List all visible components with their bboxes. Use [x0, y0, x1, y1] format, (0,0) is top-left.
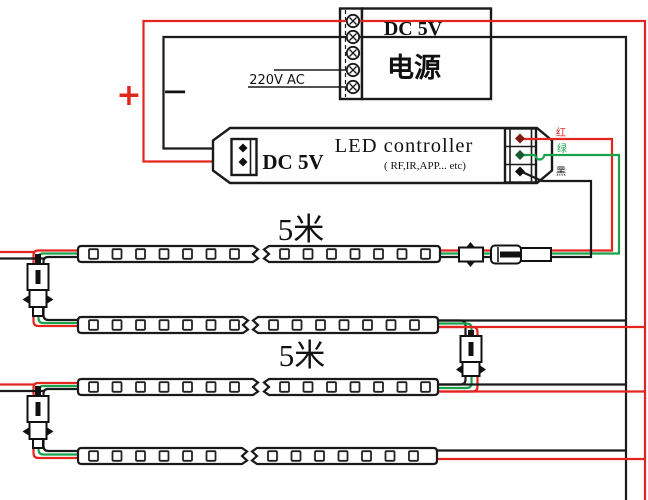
led-chip	[111, 450, 123, 462]
led-chip	[409, 319, 420, 331]
led-chip	[337, 450, 349, 462]
led-chip	[205, 248, 217, 260]
ac-input-label: 220V AC	[249, 73, 305, 88]
led-chip	[229, 319, 240, 331]
led-chip	[291, 319, 303, 331]
led-chip	[267, 450, 278, 462]
led-chip	[88, 319, 99, 331]
led-chip	[229, 248, 240, 260]
right-power-injection	[437, 319, 645, 461]
controller-dc-label: DC 5V	[262, 150, 323, 174]
controller-subtitle: ( RF,IR,APP... etc)	[384, 160, 466, 172]
led-chip	[182, 248, 193, 260]
minus-label: −	[162, 72, 189, 110]
controller-title: LED controller	[335, 135, 474, 157]
led-chip	[361, 450, 372, 462]
output-label-red: 红	[556, 126, 566, 139]
led-chip	[384, 450, 396, 462]
labels: DC 5V 电源 220V AC + − DC 5V LED controlle…	[116, 18, 567, 373]
led-chip	[326, 381, 337, 393]
plus-wire	[142, 19, 647, 500]
output-pin-red	[515, 133, 525, 144]
plus-label: +	[116, 78, 141, 113]
led-chip	[158, 319, 170, 331]
led-chip	[349, 248, 361, 260]
led-chip	[396, 248, 408, 260]
terminal-pins	[238, 133, 525, 177]
led-chip	[205, 450, 217, 462]
led-chip	[373, 248, 384, 260]
dc-bus-wires	[142, 19, 647, 500]
output-label-black: 黑	[556, 166, 566, 178]
strip1-right-connector	[458, 242, 552, 267]
screw-terminal	[345, 62, 361, 78]
output-pin-black	[515, 166, 525, 177]
led-chip	[158, 248, 170, 260]
led-chip	[135, 319, 146, 331]
led-chip	[314, 450, 325, 462]
led-chip	[349, 381, 361, 393]
input-pin-minus	[238, 143, 248, 153]
screw-terminal	[345, 79, 361, 95]
led-chip	[111, 319, 123, 331]
led-strip-row-3	[76, 377, 440, 397]
led-chip	[315, 319, 326, 331]
led-chip	[385, 319, 397, 331]
led-chip	[111, 381, 123, 393]
led-chip	[111, 248, 123, 260]
led-chip	[205, 319, 217, 331]
power-supply	[338, 7, 493, 101]
led-chip	[158, 450, 170, 462]
led-chip	[88, 248, 99, 260]
led-strip-row-4	[76, 446, 439, 466]
output-wire-green	[440, 153, 621, 255]
strip-length-label-2: 5米	[279, 338, 326, 373]
led-chip	[182, 319, 193, 331]
controller-input-terminals	[230, 137, 258, 177]
led-chip	[362, 319, 373, 331]
led-chip	[326, 248, 337, 260]
led-chip	[88, 381, 99, 393]
power-supply-screws	[345, 13, 361, 95]
led-chip	[420, 248, 431, 260]
right-connector	[456, 330, 486, 377]
led-strip-row-1	[76, 244, 442, 264]
left-connector-2	[22, 386, 54, 449]
led-strip-row-2	[76, 315, 440, 335]
led-chip	[396, 381, 408, 393]
led-chip	[268, 319, 279, 331]
led-chip	[182, 450, 193, 462]
screw-terminal	[345, 29, 361, 45]
power-supply-dc-label: DC 5V	[384, 18, 443, 40]
led-chip	[182, 381, 193, 393]
power-supply-body	[360, 7, 493, 101]
led-chip	[158, 381, 170, 393]
output-pin-green	[515, 150, 525, 160]
led-chip	[290, 450, 302, 462]
led-chip	[229, 381, 240, 393]
led-chip	[135, 381, 146, 393]
minus-wire	[162, 35, 628, 500]
led-chip	[279, 248, 290, 260]
led-chip	[420, 381, 431, 393]
led-chip	[373, 381, 384, 393]
screw-terminal	[345, 45, 361, 61]
strip-length-label-1: 5米	[278, 212, 325, 247]
led-chip	[135, 248, 146, 260]
led-strips	[76, 244, 442, 466]
output-label-green: 绿	[557, 142, 567, 155]
power-supply-name-label: 电源	[387, 53, 441, 83]
led-chip	[302, 248, 314, 260]
input-pin-plus	[238, 157, 248, 167]
screw-terminal	[345, 13, 361, 29]
led-chip	[135, 450, 146, 462]
ac-input-wires	[248, 69, 352, 88]
led-chip	[302, 381, 314, 393]
led-chip	[205, 381, 217, 393]
led-chip	[279, 381, 290, 393]
led-chip	[408, 450, 419, 462]
led-chip	[338, 319, 350, 331]
left-connector-1	[22, 254, 54, 317]
led-chip	[88, 450, 99, 462]
